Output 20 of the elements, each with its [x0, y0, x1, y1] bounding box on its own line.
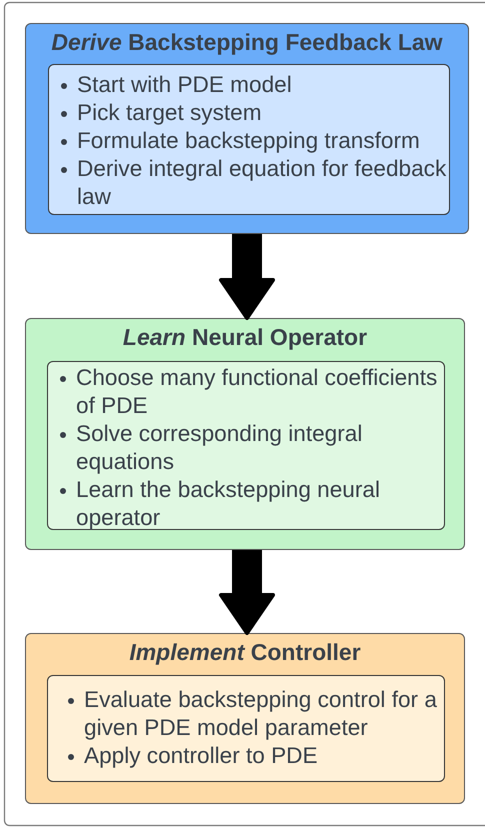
step-box [25, 318, 465, 550]
bullet-item: Start with PDE model [77, 71, 293, 99]
bullet-list-box [47, 361, 445, 530]
step-heading: Learn Neural Operator [122, 324, 368, 351]
step-heading: Implement Controller [129, 639, 361, 666]
step-box [25, 23, 469, 234]
bullet-item: Derive integral equation for feedback law [77, 155, 448, 211]
step-box [25, 633, 465, 804]
block-arrow [219, 550, 275, 635]
bullet-item: Pick target system [77, 99, 263, 127]
bullet-item: Choose many functional coefficients of PDE [76, 364, 438, 420]
step-heading: Derive Backstepping Feedback Law [51, 29, 443, 56]
bullet-list-box [48, 64, 450, 215]
bullet-item: Apply controller to PDE [84, 742, 319, 770]
block-arrow [219, 234, 275, 320]
bullet-item: Solve corresponding integral equations [76, 420, 364, 476]
bullet-item: Learn the backstepping neural operator [76, 476, 381, 532]
bullet-list-box [47, 675, 445, 782]
bullet-item: Evaluate backstepping control for a given PDE model parameter [84, 686, 438, 742]
bullet-item: Formulate backstepping transform [77, 127, 421, 155]
